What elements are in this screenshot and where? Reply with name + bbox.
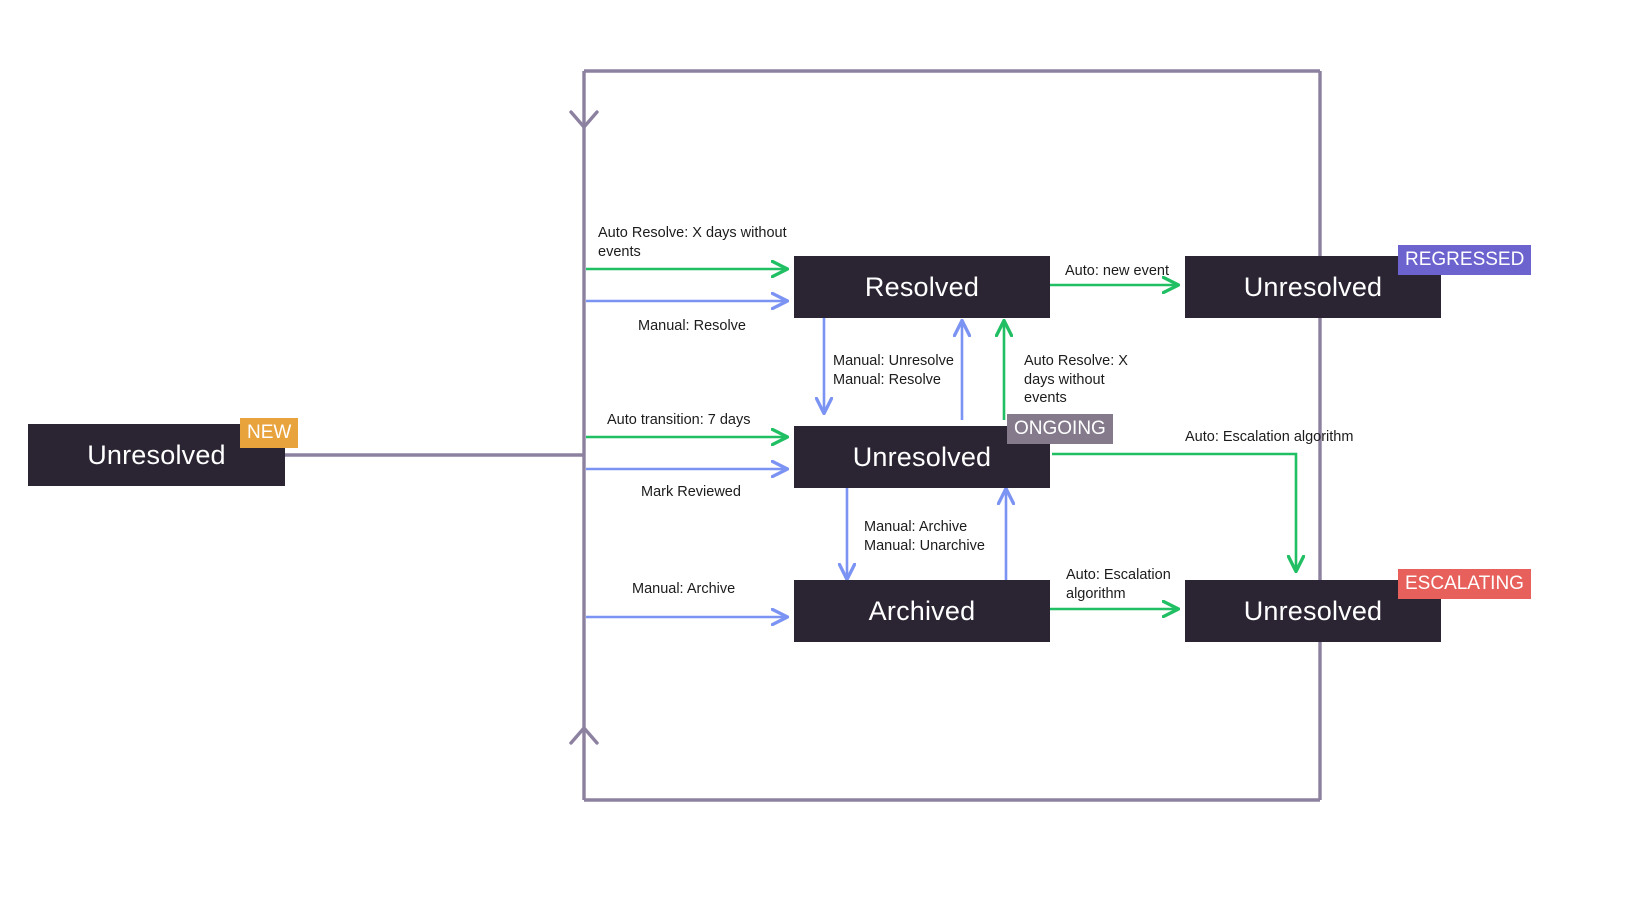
status-badge-ongoing: ONGOING [1007, 414, 1113, 444]
state-label-archived: Archived [868, 595, 976, 626]
state-label-escalating: Unresolved [1243, 595, 1383, 626]
status-badge-new-text: NEW [247, 422, 292, 443]
edge-label-manual-resolve: Manual: Resolve [638, 318, 746, 334]
state-box-ongoing[interactable]: Unresolved [794, 426, 1050, 488]
edge-label-manual-archive-left: Manual: Archive [632, 581, 736, 597]
status-badge-escalating-text: ESCALATING [1405, 573, 1524, 594]
state-box-archived[interactable]: Archived [794, 580, 1050, 642]
edge-label-auto-resolve-x-days: Auto Resolve: X days without events [598, 225, 787, 260]
edge-label-auto-transition-7-days: Auto transition: 7 days [607, 412, 751, 428]
edge-label-auto-escalation-bottom: Auto: Escalation algorithm [1066, 567, 1171, 602]
auto-transition-edges [586, 269, 1296, 609]
frame-loop-edges [285, 69, 1322, 802]
edge-label-mark-reviewed: Mark Reviewed [641, 484, 741, 500]
status-badge-ongoing-text: ONGOING [1014, 418, 1106, 439]
state-label-resolved: Resolved [864, 271, 980, 302]
manual-transition-edges [586, 301, 1006, 617]
edge-label-auto-resolve-ongoing: Auto Resolve: X days without events [1024, 353, 1128, 407]
state-label-new: Unresolved [87, 439, 226, 470]
edge-label-auto-escalation-top: Auto: Escalation algorithm [1185, 429, 1354, 445]
edge-label-manual-archive-unarchive: Manual: Archive Manual: Unarchive [864, 519, 985, 554]
state-label-ongoing: Unresolved [852, 441, 992, 472]
status-badge-new: NEW [240, 418, 299, 448]
status-badge-regressed: REGRESSED [1398, 245, 1532, 275]
status-badge-regressed-text: REGRESSED [1405, 249, 1525, 270]
state-label-regressed: Unresolved [1243, 271, 1383, 302]
state-box-resolved[interactable]: Resolved [794, 256, 1050, 318]
edge-label-auto-new-event: Auto: new event [1065, 263, 1169, 279]
state-box-new[interactable]: Unresolved [28, 424, 285, 486]
status-badge-escalating: ESCALATING [1398, 569, 1531, 599]
edge-label-manual-unresolve-resolve: Manual: Unresolve Manual: Resolve [833, 353, 954, 388]
state-box-regressed[interactable]: Unresolved [1185, 256, 1441, 318]
